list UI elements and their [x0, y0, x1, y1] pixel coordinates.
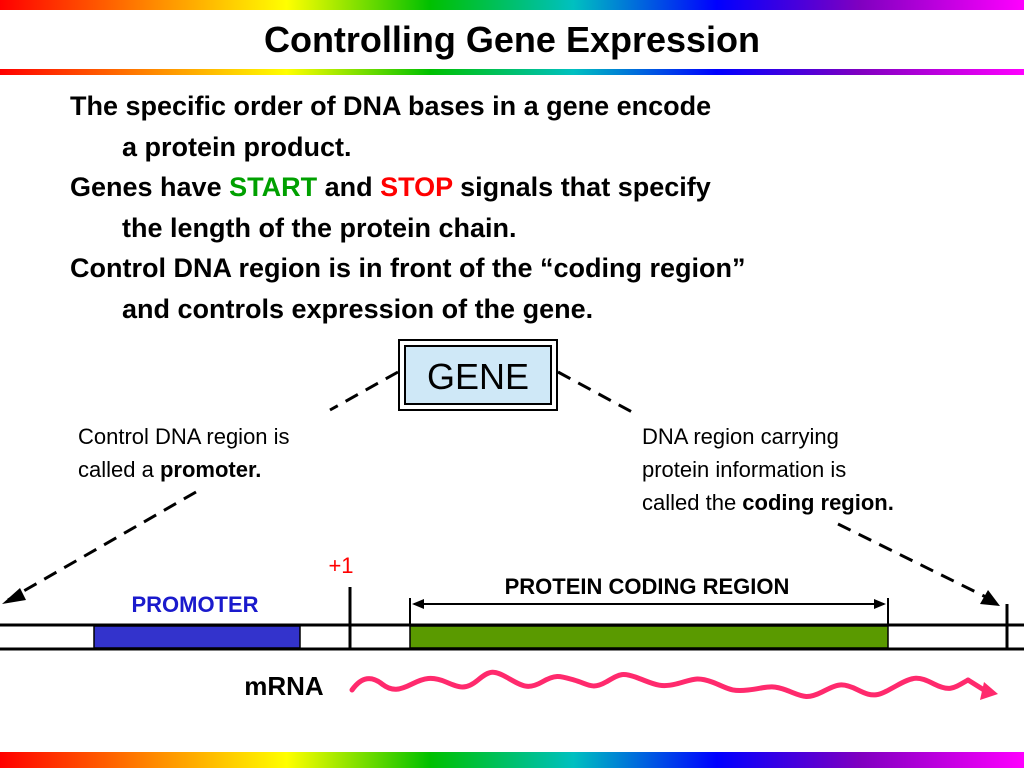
gene-label: GENE — [404, 345, 552, 405]
mrna-arrowhead — [980, 682, 998, 700]
bullet-2-text-after: signals that specify — [452, 172, 711, 202]
coding-region-label: PROTEIN CODING REGION — [505, 574, 790, 599]
promoter-caption-line2: called a promoter. — [78, 453, 398, 486]
bullet-2-text-before: Genes have — [70, 172, 230, 202]
stop-word: STOP — [380, 172, 453, 202]
coding-caption: DNA region carrying protein information … — [642, 420, 1002, 519]
promoter-block — [93, 625, 301, 649]
bullet-3-line1: Control DNA region is in front of the “c… — [70, 253, 746, 283]
coding-span-arrowhead-left — [412, 599, 424, 609]
coding-span-arrowhead-right — [874, 599, 886, 609]
coding-caption-line3: called the coding region. — [642, 486, 1002, 519]
dashed-line-gene-to-coding-caption — [557, 370, 633, 414]
dashed-arrow-promoter — [7, 490, 197, 602]
promoter-caption: Control DNA region is called a promoter. — [78, 420, 398, 486]
coding-caption-plain: called the — [642, 490, 743, 515]
dashed-arrow-coding-head — [980, 590, 1000, 606]
mrna-label: mRNA — [244, 671, 324, 701]
coding-caption-term: coding region. — [742, 490, 894, 515]
coding-region-block — [409, 625, 889, 649]
rainbow-bar-bottom — [0, 752, 1024, 768]
promoter-caption-line1: Control DNA region is — [78, 424, 290, 449]
gene-box: GENE — [398, 339, 558, 411]
dashed-arrow-promoter-head — [2, 588, 26, 604]
rainbow-bar-top — [0, 0, 1024, 10]
bullet-1-line1: The specific order of DNA bases in a gen… — [70, 91, 712, 121]
slide-title: Controlling Gene Expression — [263, 19, 761, 60]
bullet-list: The specific order of DNA bases in a gen… — [70, 86, 970, 329]
mrna-tail — [965, 677, 987, 693]
bullet-1: The specific order of DNA bases in a gen… — [70, 86, 970, 167]
promoter-label: PROMOTER — [131, 592, 258, 617]
dashed-arrow-coding — [837, 522, 993, 602]
plus-one-label: +1 — [328, 553, 353, 578]
coding-caption-line1: DNA region carrying — [642, 424, 839, 449]
rainbow-bar-under-title — [0, 69, 1024, 75]
start-word: START — [229, 172, 318, 202]
bullet-2: Genes have START and STOP signals that s… — [70, 167, 970, 248]
bullet-2-line2: the length of the protein chain. — [122, 212, 517, 243]
coding-caption-line2: protein information is — [642, 457, 847, 482]
bullet-2-text-mid: and — [317, 172, 381, 202]
promoter-caption-term: promoter. — [159, 457, 262, 482]
promoter-caption-plain: called a — [78, 457, 160, 482]
bullet-1-line2: a protein product. — [122, 131, 352, 162]
mrna-strand — [349, 669, 971, 699]
dashed-line-gene-to-promoter-caption — [329, 370, 399, 412]
bullet-3: Control DNA region is in front of the “c… — [70, 248, 970, 329]
bullet-3-line2: and controls expression of the gene. — [122, 293, 594, 324]
